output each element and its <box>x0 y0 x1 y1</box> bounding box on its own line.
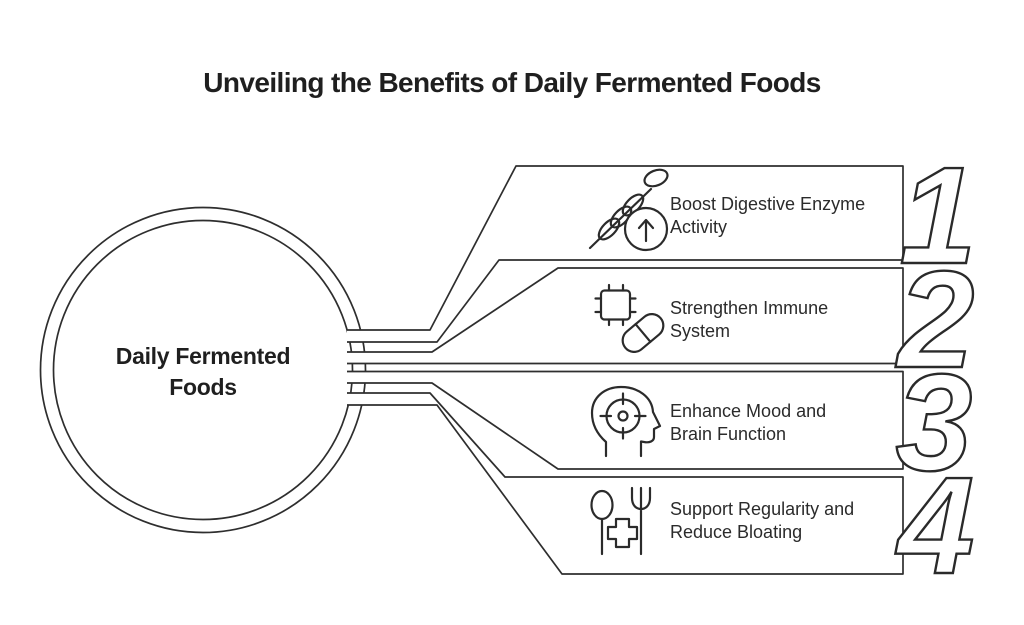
benefit-banner-1 <box>347 165 904 343</box>
benefit-label-3: Enhance Mood and Brain Function <box>670 401 826 444</box>
center-circle-inner <box>52 219 354 521</box>
center-circle-ring <box>39 206 367 534</box>
benefit-label-3-line2: Brain Function <box>670 424 786 444</box>
center-label-line1: Daily Fermented <box>116 343 290 369</box>
head-focus-icon <box>590 385 662 458</box>
page-title: Unveiling the Benefits of Daily Fermente… <box>203 67 820 98</box>
chip-capsule-icon <box>594 283 665 353</box>
benefit-number-2: 2 <box>895 243 975 397</box>
benefit-banner-2 <box>347 267 904 365</box>
benefit-label-1-line2: Activity <box>670 217 727 237</box>
benefit-label-4-line2: Reduce Bloating <box>670 522 802 542</box>
benefit-banner-4 <box>347 392 904 575</box>
benefit-label-4-line1: Support Regularity and <box>670 499 854 519</box>
benefit-label-2-line1: Strengthen Immune <box>670 298 828 318</box>
wheat-increase-icon <box>588 168 669 252</box>
benefit-label-1: Boost Digestive Enzyme Activity <box>670 194 865 237</box>
benefit-number-1: 1 <box>900 139 977 293</box>
center-label: Daily Fermented Foods <box>116 343 291 400</box>
benefit-label-1-line1: Boost Digestive Enzyme <box>670 194 865 214</box>
benefit-label-4: Support Regularity and Reduce Bloating <box>670 499 854 542</box>
center-label-line2: Foods <box>169 374 237 400</box>
benefit-number-4: 4 <box>895 449 975 603</box>
benefit-label-2-line2: System <box>670 321 730 341</box>
benefit-number-3: 3 <box>896 346 973 500</box>
center-circle-outer <box>39 206 367 534</box>
benefit-label-3-line1: Enhance Mood and <box>670 401 826 421</box>
benefit-label-2: Strengthen Immune System <box>670 298 828 341</box>
cutlery-health-cross-icon <box>590 486 652 556</box>
